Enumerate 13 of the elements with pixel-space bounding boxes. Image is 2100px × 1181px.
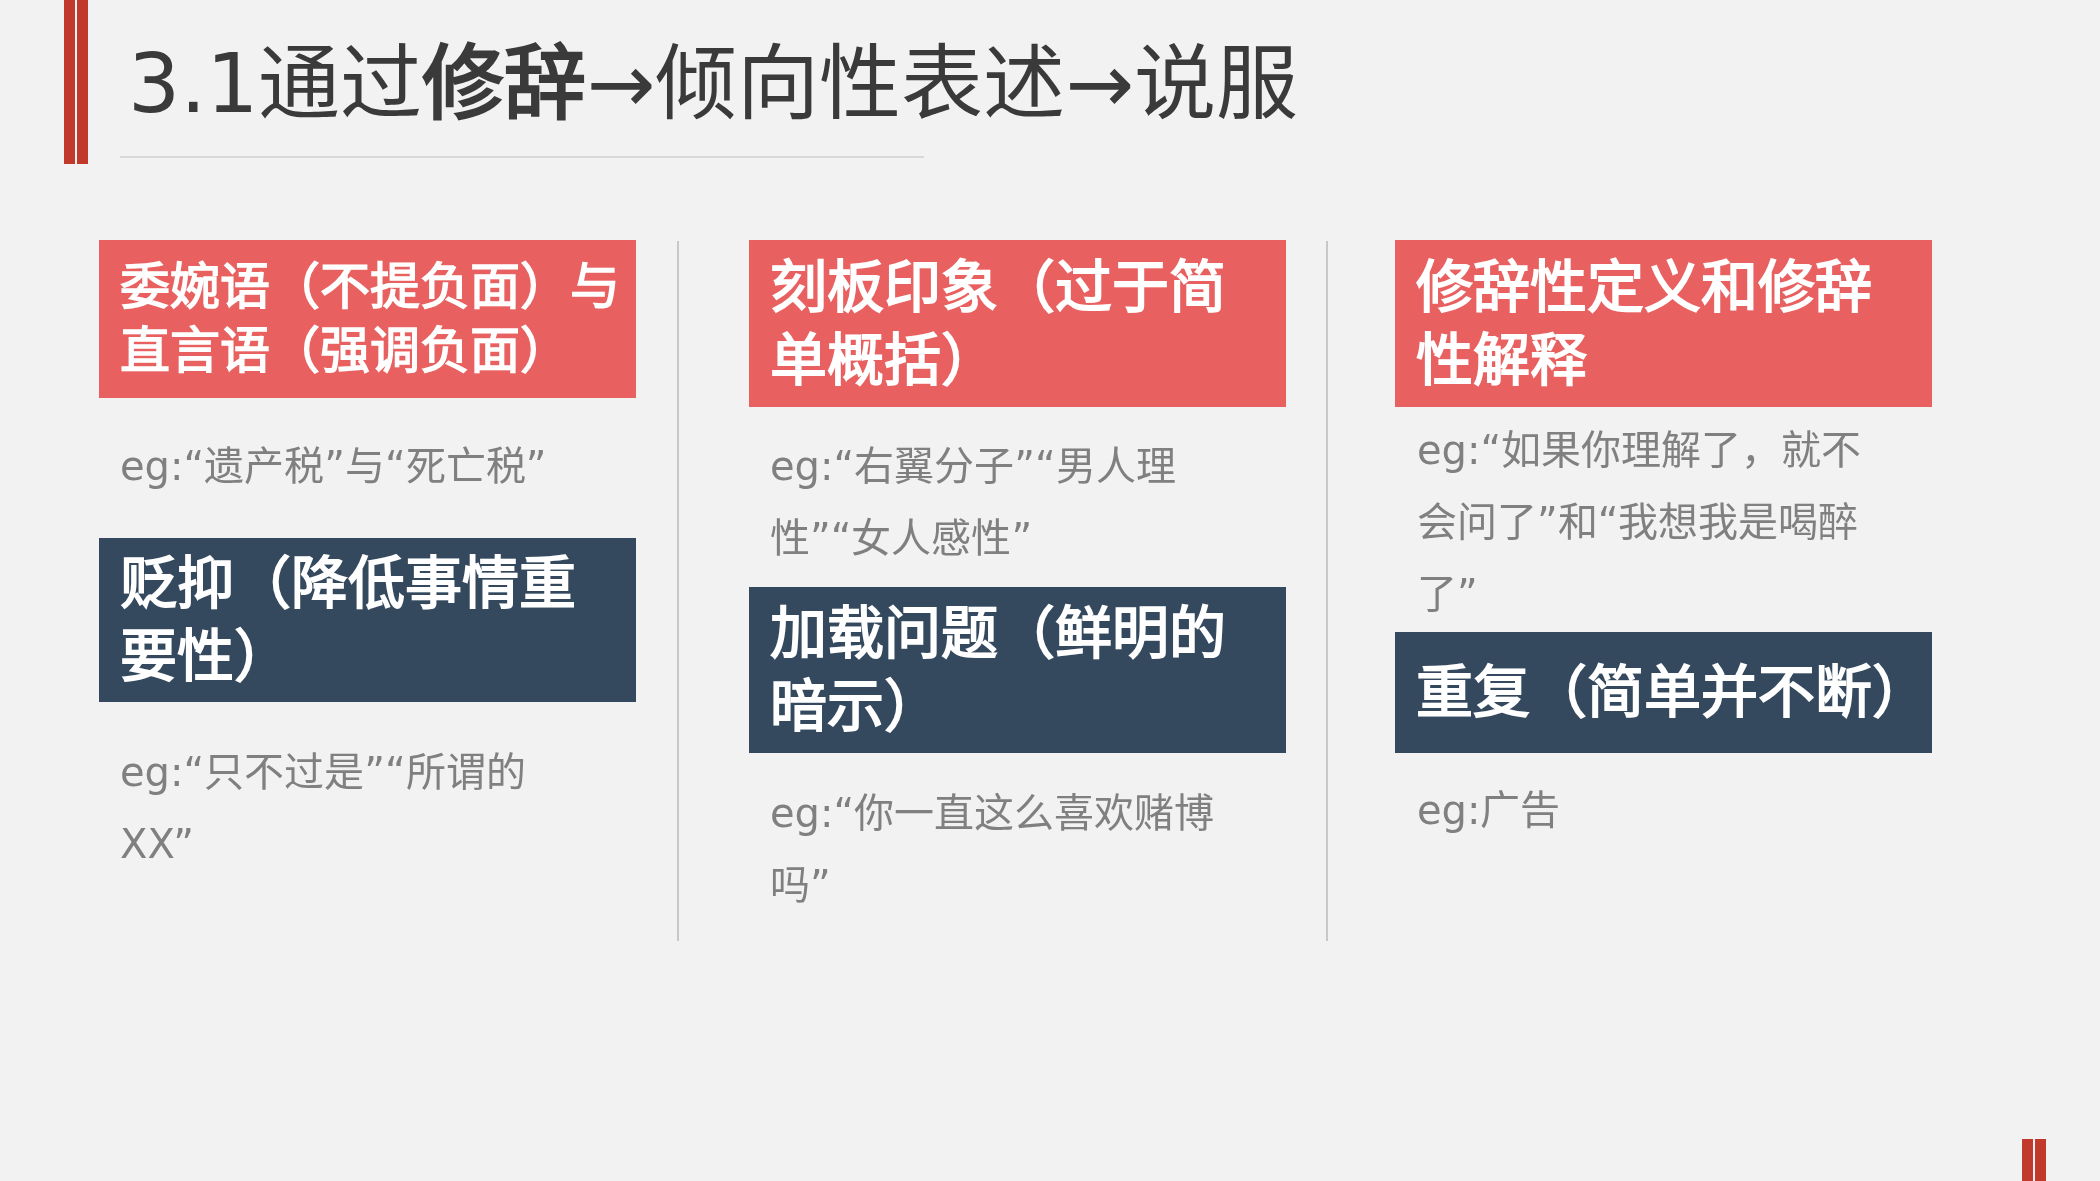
example-text: eg:广告: [1417, 786, 1562, 835]
example-text: eg:“只不过是”“所谓的XX”: [120, 748, 527, 869]
category-box: 重复（简单并不断）: [1395, 632, 1932, 753]
slide-title: 3.1通过修辞→倾向性表述→说服: [128, 36, 1298, 132]
category-box: 刻板印象（过于简单概括）: [749, 240, 1286, 407]
example-text: eg:“你一直这么喜欢赌博吗”: [770, 789, 1216, 910]
example-text: eg:“右翼分子”“男人理性”“女人感性”: [770, 442, 1177, 563]
category-box: 贬抑（降低事情重要性）: [99, 538, 636, 702]
category-box: 委婉语（不提负面）与直言语（强调负面）: [99, 240, 636, 398]
category-box: 加载问题（鲜明的暗示）: [749, 587, 1286, 753]
example-text: eg:“如果你理解了，就不会问了”和“我想我是喝醉了”: [1417, 426, 1863, 619]
example-text: eg:“遗产税”与“死亡税”: [120, 442, 548, 491]
category-box: 修辞性定义和修辞性解释: [1395, 240, 1932, 407]
